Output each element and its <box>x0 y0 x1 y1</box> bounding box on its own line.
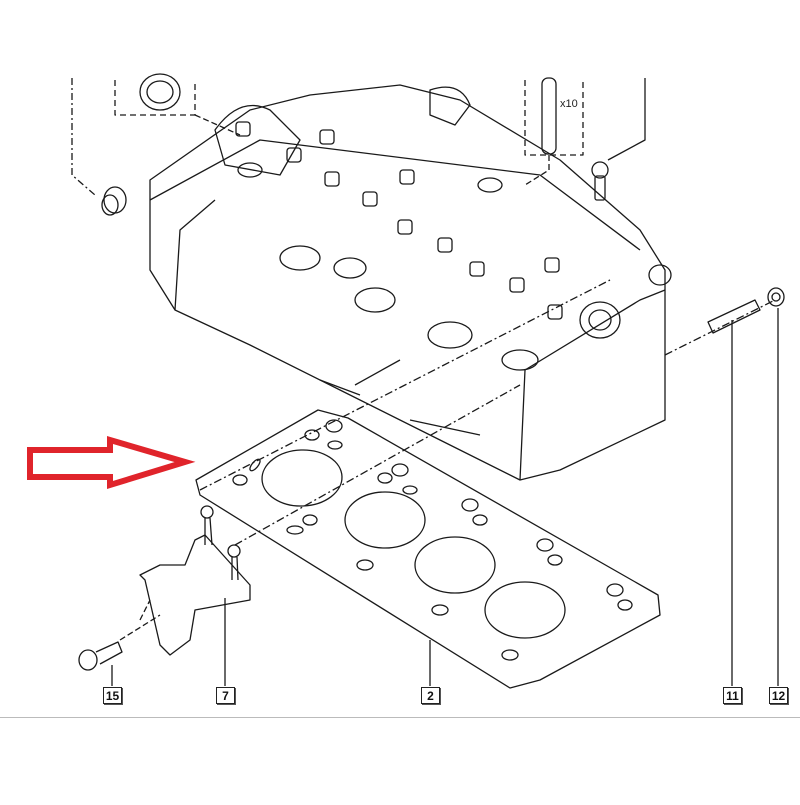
cylinder-head <box>149 84 672 481</box>
callout-15: 15 <box>103 687 122 704</box>
stud-and-nut <box>664 287 785 686</box>
callout-7: 7 <box>216 687 235 704</box>
head-bolts <box>235 121 563 320</box>
divider-line <box>0 717 800 718</box>
cylinder-head-gasket <box>195 279 661 689</box>
callout-12: 12 <box>769 687 788 704</box>
bolt-stack-inset <box>524 77 584 186</box>
bolt <box>78 641 123 686</box>
bracket <box>119 505 251 686</box>
highlight-arrow <box>27 435 196 490</box>
quantity-label: x10 <box>560 98 578 110</box>
callout-11: 11 <box>723 687 742 704</box>
callout-2: 2 <box>421 687 440 704</box>
seal-ring-inset <box>114 80 196 116</box>
